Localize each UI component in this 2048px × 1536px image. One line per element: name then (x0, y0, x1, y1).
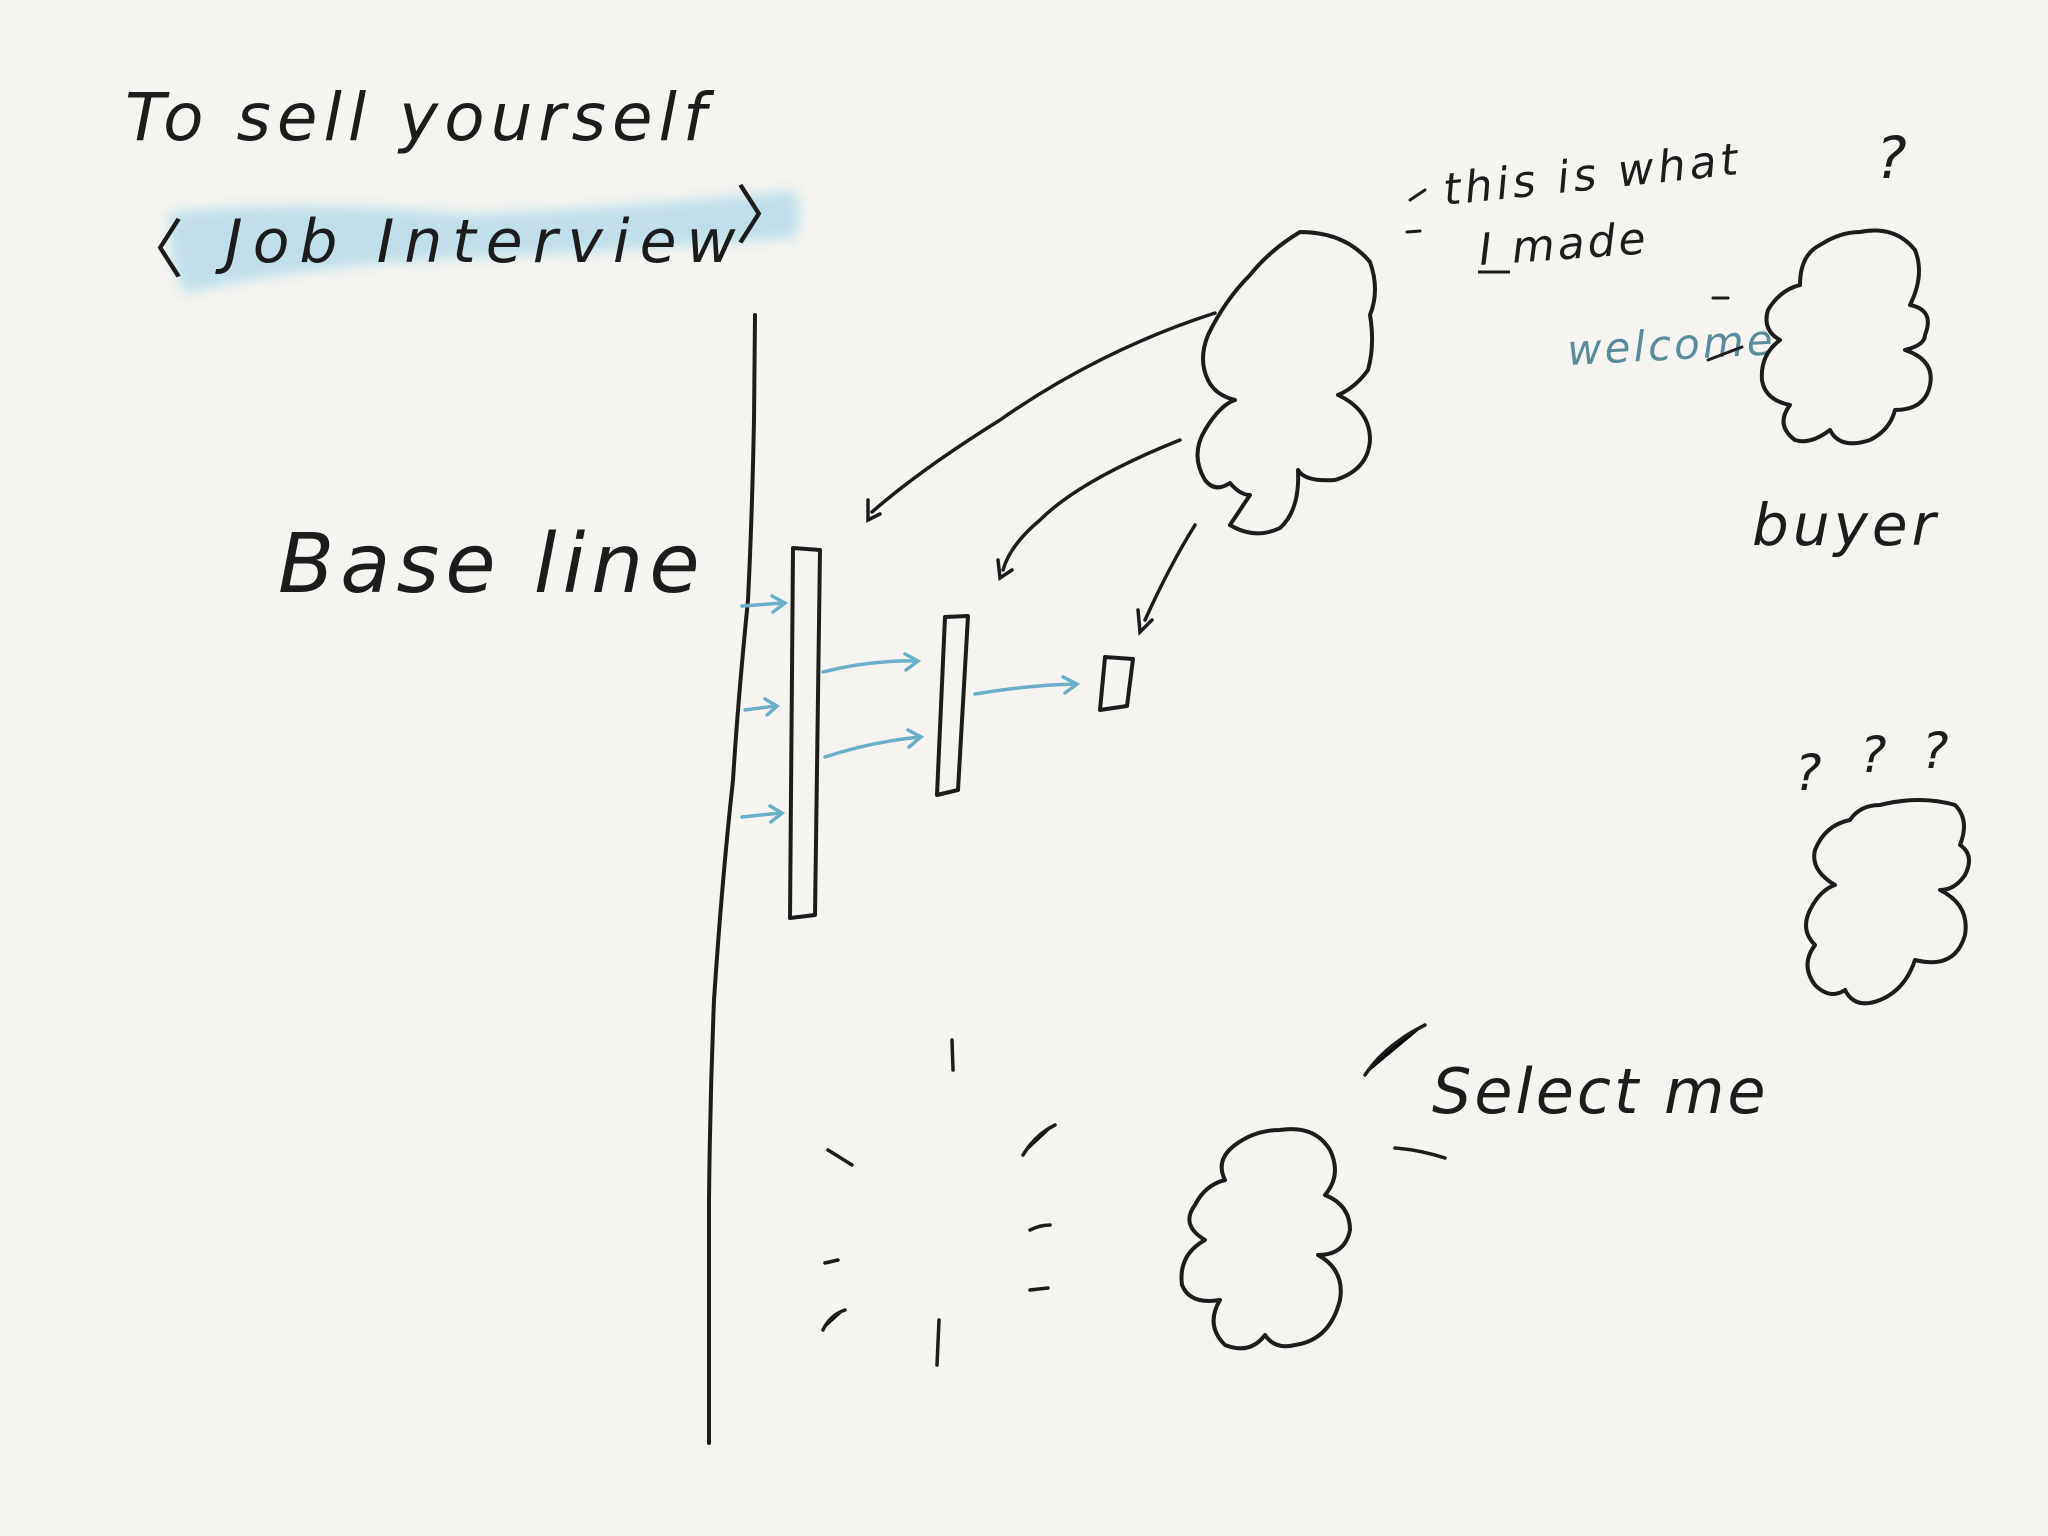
blue-arrows-baseline (740, 594, 789, 824)
confused-figure (1804, 798, 1971, 1006)
pointer-arrow-3 (1136, 523, 1197, 636)
select-ticks (1363, 1023, 1447, 1160)
welcome-ticks (1706, 296, 1744, 362)
buyer-label: buyer (1752, 491, 1939, 559)
title: To sell yourself (125, 79, 715, 156)
pointer-arrow-2 (996, 438, 1182, 582)
subtitle-close-bracket: 〉 (735, 180, 799, 254)
subtitle: Job Interview (215, 207, 746, 277)
presenter-figure (1195, 230, 1377, 536)
speech-ticks (1405, 188, 1427, 234)
speech-line-2: I made (1477, 213, 1650, 276)
blue-arrow-4 (821, 652, 922, 674)
blue-arrow-5 (823, 728, 925, 759)
blue-arrow-1 (740, 594, 789, 614)
blue-arrow-3 (740, 804, 786, 824)
candidate-figure (1179, 1127, 1352, 1351)
sparkle-lines (821, 1038, 1057, 1367)
confused-question-2: ? (1860, 726, 1887, 784)
subtitle-open-bracket: 〈 (120, 214, 184, 288)
baseline-label: Base line (278, 517, 706, 612)
buyer-figure (1759, 228, 1933, 446)
baseline-line (707, 313, 757, 1445)
tall-bar (788, 546, 822, 920)
small-bar (1098, 655, 1135, 712)
buyer-question: ? (1876, 124, 1907, 192)
medium-bar (935, 614, 970, 797)
presenter-pointers (866, 311, 1217, 636)
blue-arrow-6 (973, 675, 1081, 696)
pointer-arrow-1 (866, 311, 1217, 523)
blue-arrows-middle (821, 652, 925, 759)
blue-arrow-2 (743, 697, 780, 717)
confused-question-1: ? (1795, 744, 1822, 802)
subtitle-highlight (169, 190, 800, 294)
speech-line-1: this is what (1441, 134, 1744, 216)
confused-question-3: ? (1922, 722, 1949, 780)
welcome-text: welcome (1566, 315, 1777, 375)
select-me-text: Select me (1432, 1055, 1769, 1128)
